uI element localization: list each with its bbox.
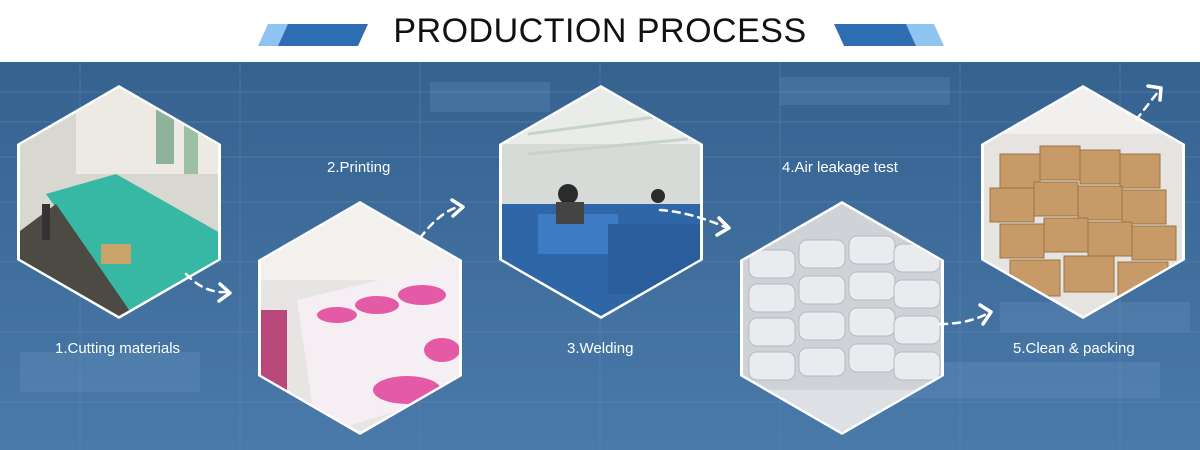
arrow-head-2 — [450, 198, 465, 218]
arrow-4-to-5 — [938, 310, 992, 326]
step-5-label: 5.Clean & packing — [1013, 340, 1135, 357]
arrow-head-4 — [978, 303, 993, 326]
arrow-2-to-3 — [418, 205, 460, 240]
arrow-3-to-4 — [658, 208, 727, 229]
flow-arrows — [184, 84, 1163, 326]
left-decor-stripes — [258, 24, 368, 46]
step-2-hexagon-photo — [258, 201, 462, 435]
step-2-label: 2.Printing — [327, 159, 391, 176]
step-4-hexagon-photo — [740, 201, 944, 435]
process-banner: 1.Cutting materials 2.Printing 3.Welding… — [0, 62, 1200, 450]
step-1-label: 1.Cutting materials — [55, 340, 181, 357]
step-3-hexagon-photo — [499, 85, 703, 319]
step-1-hexagon-photo — [17, 85, 221, 319]
arrow-5-exit — [1134, 90, 1160, 122]
arrow-1-to-2 — [184, 272, 230, 294]
arrow-head-1 — [217, 282, 232, 303]
step-5-hexagon-photo — [981, 85, 1185, 319]
header: PRODUCTION PROCESS — [0, 0, 1200, 62]
right-decor-stripes — [834, 24, 944, 46]
arrow-head-3 — [715, 216, 731, 237]
page-title: PRODUCTION PROCESS — [393, 12, 807, 50]
arrow-head-5 — [1146, 84, 1163, 102]
step-3-label: 3.Welding — [567, 340, 634, 357]
step-4-label: 4.Air leakage test — [782, 159, 898, 176]
